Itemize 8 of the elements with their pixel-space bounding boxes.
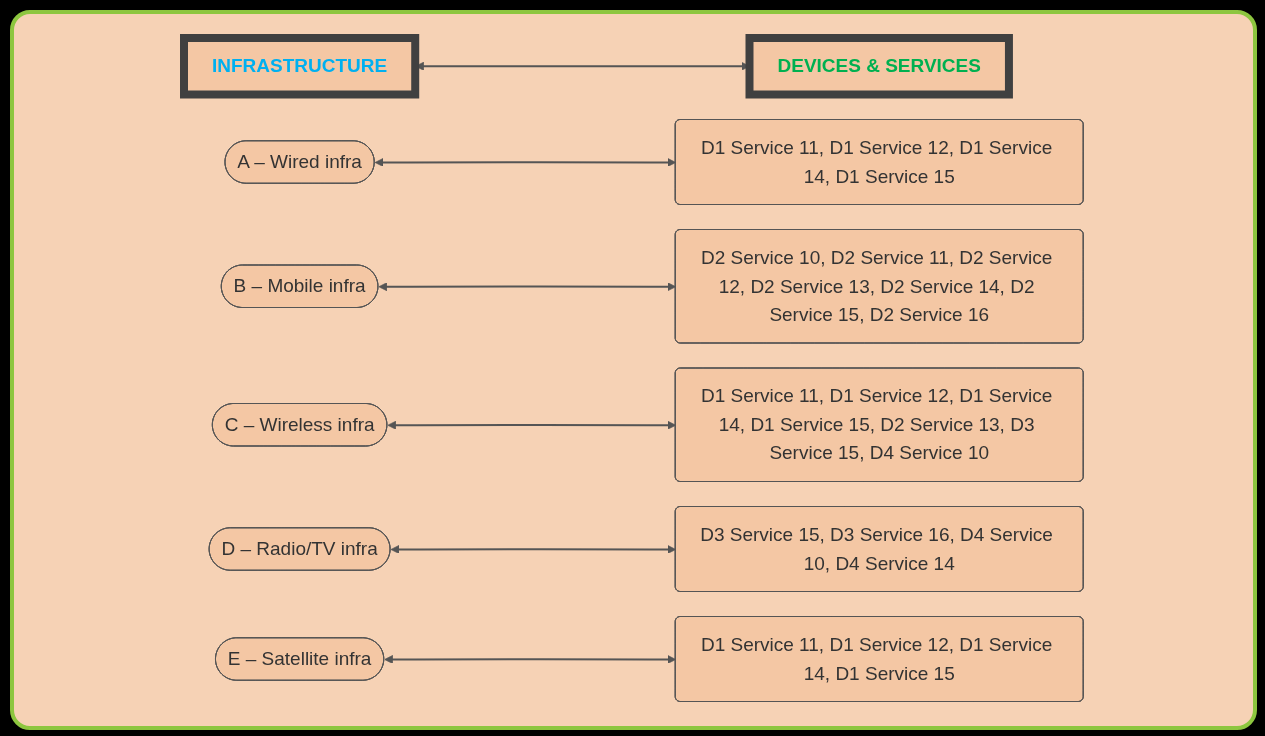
arrow	[390, 545, 676, 555]
arrow	[384, 655, 676, 665]
arrow	[387, 421, 676, 430]
arrow	[374, 158, 676, 168]
node-box	[179, 34, 420, 99]
node-box	[745, 34, 1013, 99]
arrow	[378, 282, 676, 292]
panel-background: INFRASTRUCTURE DEVICES & SERVICES A – Wired infra D1 Service 11, D1 Service 12, D1 Service 14, D1 Service 15 B – Mobile infra D2 Service 10, D2 Service 11, D2 Service 12, D2 Service 13, D2 Service 14, D2 Service 15, D2 Service 16 C – Wireless infra D1 Service 11, D1 Service 12, D1 Service 14, D1 Service 15, D2 Service 13, D3 Service 15, D4 Service 10 D – Radio/TV infra D3 Service 15, D3 Service 16, D4 Service 10, D4 Service 14 E – Satellite infra D1 Service 11, D1 Service 12, D1 Service 14, D1 Service 15	[10, 10, 1257, 730]
